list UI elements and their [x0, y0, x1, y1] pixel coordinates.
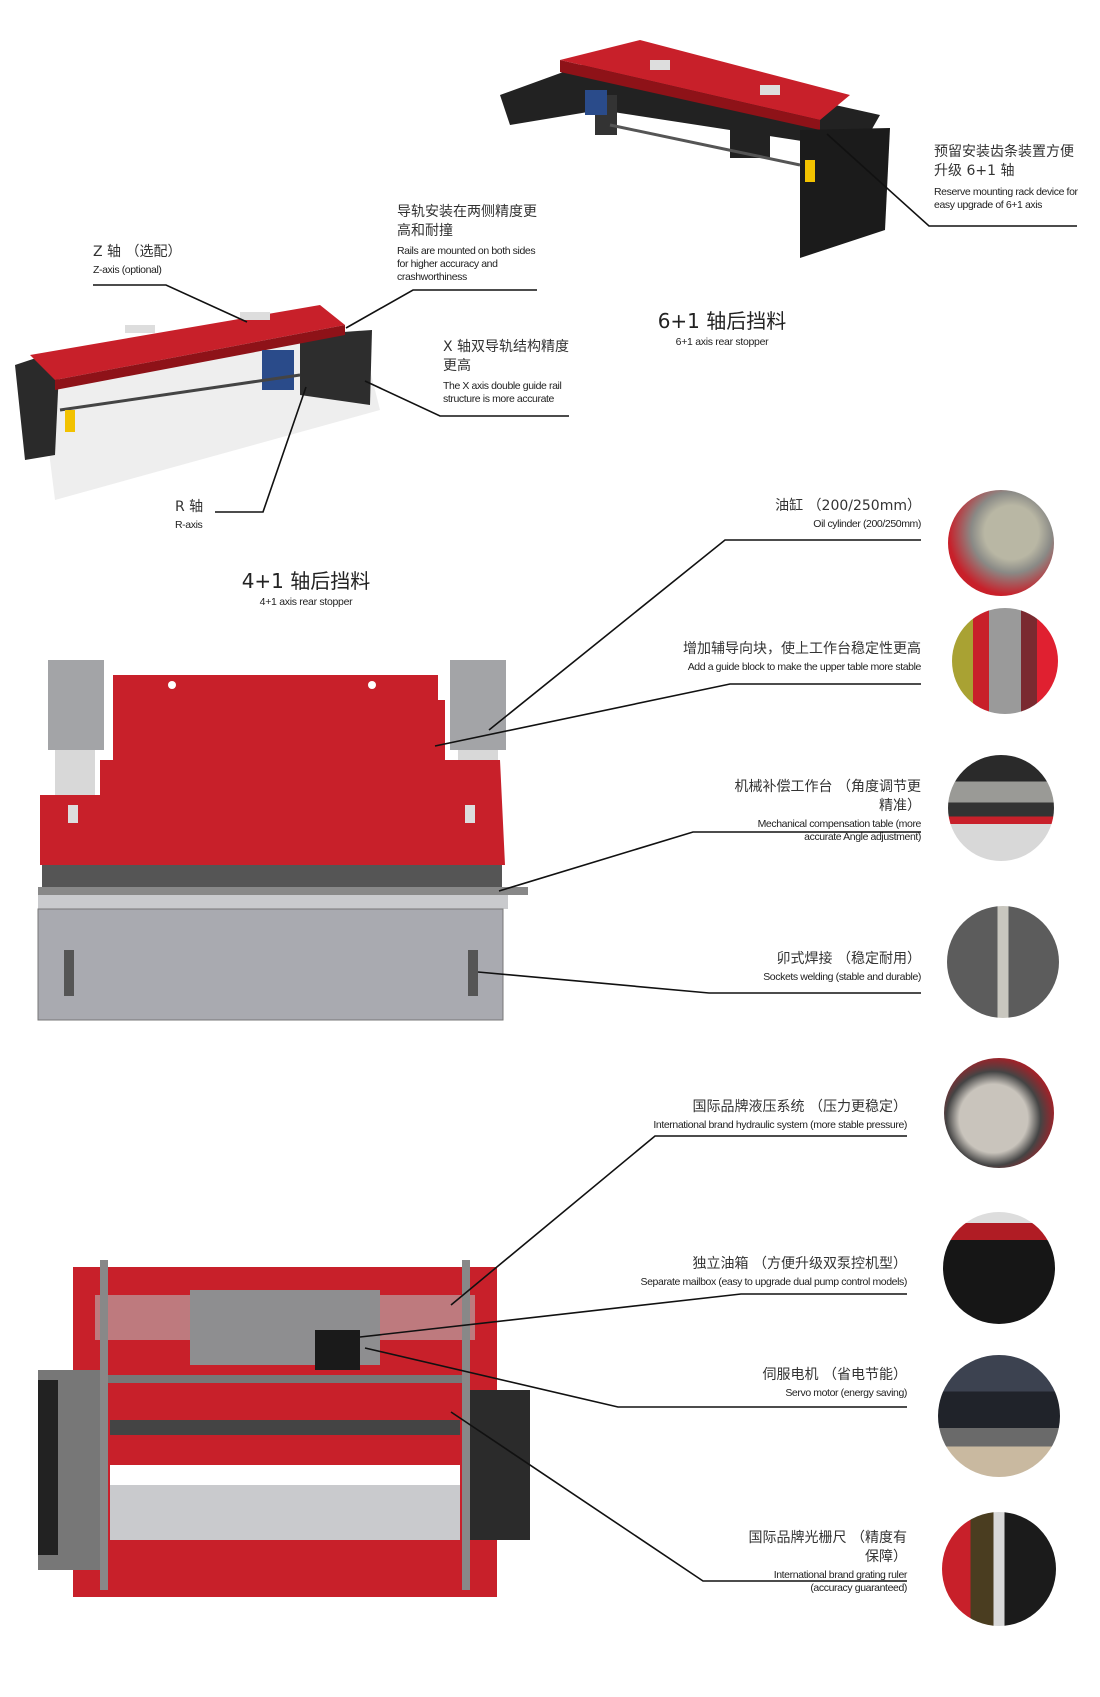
photo-guide-block — [952, 608, 1058, 714]
feature-en: Servo motor (energy saving) — [785, 1387, 907, 1399]
leader-lines — [93, 133, 1077, 1582]
photo-oil-cylinder — [948, 490, 1054, 596]
photo-compensation-table — [948, 755, 1054, 861]
rear-stopper-6plus1-illustration — [500, 40, 890, 258]
section-subtitle-4plus1: 4+1 axis rear stopper — [259, 596, 353, 608]
photo-grating-ruler — [942, 1512, 1056, 1626]
feature-cn: 国际品牌液压系统 （压力更稳定） — [692, 1099, 907, 1115]
callout-cn: Z 轴 （选配） — [93, 244, 182, 260]
feature-cn: 国际品牌光栅尺 （精度有保障） — [748, 1530, 907, 1565]
rear-stopper-4plus1-illustration — [15, 305, 380, 500]
callout-rack-device: 预留安装齿条装置方便升级 6+1 轴 Reserve mounting rack… — [934, 143, 1084, 212]
feature-oil-tank: 独立油箱 （方便升级双泵控机型） Separate mailbox (easy … — [587, 1255, 908, 1289]
photo-hydraulic-system — [944, 1058, 1054, 1168]
section-title-4plus1: 4+1 轴后挡料 — [241, 569, 371, 593]
feature-sockets-welding: 卯式焊接 （稳定耐用） Sockets welding (stable and … — [621, 950, 921, 984]
feature-cn: 伺服电机 （省电节能） — [762, 1367, 907, 1383]
photo-servo-motor — [938, 1355, 1060, 1477]
feature-grating-ruler: 国际品牌光栅尺 （精度有保障） International brand grat… — [737, 1529, 908, 1595]
callout-en: The X axis double guide rail structure i… — [443, 380, 562, 405]
feature-compensation-table: 机械补偿工作台 （角度调节更精准） Mechanical compensatio… — [721, 778, 922, 844]
feature-en: International brand grating ruler (accur… — [773, 1569, 908, 1594]
press-brake-front-view — [37, 660, 528, 1021]
callout-cn: R 轴 — [175, 499, 204, 515]
feature-cn: 油缸 （200/250mm） — [775, 498, 921, 514]
feature-en: Separate mailbox (easy to upgrade dual p… — [640, 1276, 908, 1288]
feature-en: Sockets welding (stable and durable) — [763, 971, 921, 983]
feature-cn: 独立油箱 （方便升级双泵控机型） — [692, 1256, 907, 1272]
feature-en: Oil cylinder (200/250mm) — [813, 518, 921, 530]
feature-servo-motor: 伺服电机 （省电节能） Servo motor (energy saving) — [587, 1366, 908, 1400]
press-brake-rear-view — [38, 1260, 530, 1597]
section-title-6plus1: 6+1 轴后挡料 — [657, 309, 787, 333]
feature-en: International brand hydraulic system (mo… — [653, 1119, 907, 1131]
photo-sockets-welding — [947, 906, 1059, 1018]
callout-en: Reserve mounting rack device for easy up… — [934, 186, 1078, 211]
callout-r-axis: R 轴 R-axis — [175, 498, 255, 532]
callout-cn: 预留安装齿条装置方便升级 6+1 轴 — [934, 144, 1074, 179]
callout-en: Rails are mounted on both sides for high… — [397, 245, 536, 283]
callout-z-axis: Z 轴 （选配） Z-axis (optional) — [93, 243, 213, 277]
feature-cn: 增加辅导向块，使上工作台稳定性更高 — [683, 641, 921, 657]
section-subtitle-6plus1: 6+1 axis rear stopper — [675, 336, 769, 348]
feature-cn: 机械补偿工作台 （角度调节更精准） — [734, 779, 921, 814]
feature-guide-block: 增加辅导向块，使上工作台稳定性更高 Add a guide block to m… — [621, 640, 921, 674]
photo-oil-tank — [943, 1212, 1055, 1324]
callout-x-axis: X 轴双导轨结构精度更高 The X axis double guide rai… — [443, 338, 573, 406]
callout-cn: X 轴双导轨结构精度更高 — [443, 339, 570, 374]
feature-hydraulic-system: 国际品牌液压系统 （压力更稳定） International brand hyd… — [587, 1098, 907, 1132]
callout-cn: 导轨安装在两侧精度更高和耐撞 — [397, 204, 537, 239]
feature-en: Add a guide block to make the upper tabl… — [687, 661, 922, 673]
callout-en: R-axis — [175, 519, 203, 531]
feature-en: Mechanical compensation table (more accu… — [757, 818, 922, 843]
callout-rails: 导轨安装在两侧精度更高和耐撞 Rails are mounted on both… — [397, 203, 542, 284]
callout-en: Z-axis (optional) — [93, 264, 162, 276]
feature-cn: 卯式焊接 （稳定耐用） — [776, 951, 921, 967]
feature-oil-cylinder: 油缸 （200/250mm） Oil cylinder (200/250mm) — [621, 497, 921, 531]
